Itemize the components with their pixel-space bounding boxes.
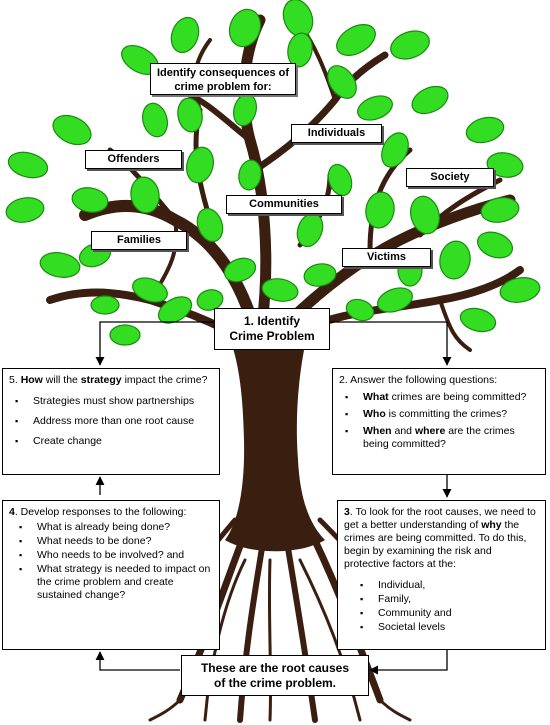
step5-item: Strategies must show partnerships bbox=[15, 395, 213, 408]
label-offenders: Offenders bbox=[85, 150, 182, 169]
step2-q3-mid: and bbox=[391, 425, 415, 437]
step4-item: What needs to be done? bbox=[19, 535, 213, 548]
step4-num: 4 bbox=[9, 506, 15, 518]
step5-heading: 5. How will the strategy impact the crim… bbox=[9, 374, 213, 387]
step2-list: What crimes are being committed? Who is … bbox=[339, 391, 539, 451]
step2-question-when-where: When and where are the crimes being comm… bbox=[345, 425, 539, 451]
step5-how: How bbox=[20, 374, 43, 386]
step4-item: What is already being done? bbox=[19, 521, 213, 534]
consequences-title-line1: Identify consequences of bbox=[156, 67, 290, 79]
step3-item: Individual, bbox=[360, 579, 539, 592]
step3-why: why bbox=[481, 519, 502, 531]
step5-text1: will the bbox=[42, 374, 81, 386]
step5-item: Address more than one root cause bbox=[15, 415, 213, 428]
identify-crime-problem-box: 1. Identify Crime Problem bbox=[214, 308, 330, 350]
step2-question-who: Who is committing the crimes? bbox=[345, 408, 539, 421]
step5-item: Create change bbox=[15, 435, 213, 448]
step4-intro: 4. Develop responses to the following: bbox=[9, 506, 213, 519]
step5-list: Strategies must show partnerships Addres… bbox=[9, 395, 213, 448]
root-causes-box: These are the root causes of the crime p… bbox=[181, 655, 369, 696]
root-causes-line1: These are the root causes bbox=[200, 661, 350, 675]
label-families: Families bbox=[91, 231, 187, 250]
flow-arrows bbox=[95, 321, 452, 675]
step2-q1-bold: What bbox=[363, 391, 389, 403]
step4-list: What is already being done? What needs t… bbox=[9, 521, 213, 602]
step4-box: 4. Develop responses to the following: W… bbox=[2, 500, 220, 650]
step2-box: 2. Answer the following questions: What … bbox=[332, 368, 546, 475]
step3-item: Family, bbox=[360, 593, 539, 606]
step3-text1: . To look for the root causes, we need t… bbox=[344, 506, 536, 531]
step5-box: 5. How will the strategy impact the crim… bbox=[2, 368, 220, 475]
step3-item: Societal levels bbox=[360, 621, 539, 634]
step4-item: What strategy is needed to impact on the… bbox=[19, 563, 213, 602]
identify-line1: 1. Identify bbox=[243, 314, 300, 328]
step5-text2: impact the crime? bbox=[121, 374, 208, 386]
tree-trunk bbox=[225, 325, 325, 552]
step3-text: 3. To look for the root causes, we need … bbox=[344, 506, 539, 571]
identify-line2: Crime Problem bbox=[229, 329, 315, 343]
step3-num: 3 bbox=[344, 506, 350, 518]
step3-item: Community and bbox=[360, 607, 539, 620]
step4-intro-text: . Develop responses to the following: bbox=[14, 506, 187, 518]
label-society: Society bbox=[406, 168, 494, 187]
consequences-title-line2: crime problem for: bbox=[174, 81, 272, 93]
step2-q3-bold1: When bbox=[363, 425, 392, 437]
tree-leaves bbox=[5, 0, 541, 346]
step2-q3-rest: are the crimes being committed? bbox=[363, 425, 515, 450]
step3-list: Individual, Family, Community and Societ… bbox=[344, 579, 539, 634]
step5-num: 5. bbox=[9, 374, 18, 386]
step2-q1-rest: crimes are being committed? bbox=[388, 391, 527, 403]
label-communities: Communities bbox=[226, 195, 342, 214]
root-causes-line2: of the crime problem. bbox=[213, 676, 337, 690]
step2-intro: 2. Answer the following questions: bbox=[339, 374, 498, 386]
step2-q2-rest: is committing the crimes? bbox=[385, 408, 508, 420]
step2-q3-bold2: where bbox=[414, 425, 446, 437]
step4-item: Who needs to be involved? and bbox=[19, 549, 213, 562]
step3-text2: the crimes are being committed. To do th… bbox=[344, 519, 527, 570]
consequences-title-box: Identify consequences of crime problem f… bbox=[150, 63, 296, 95]
step2-question-what: What crimes are being committed? bbox=[345, 391, 539, 404]
step5-strategy: strategy bbox=[80, 374, 122, 386]
step3-box: 3. To look for the root causes, we need … bbox=[337, 500, 546, 650]
label-victims: Victims bbox=[342, 248, 431, 267]
step2-q2-bold: Who bbox=[363, 408, 386, 420]
label-individuals: Individuals bbox=[291, 124, 382, 143]
